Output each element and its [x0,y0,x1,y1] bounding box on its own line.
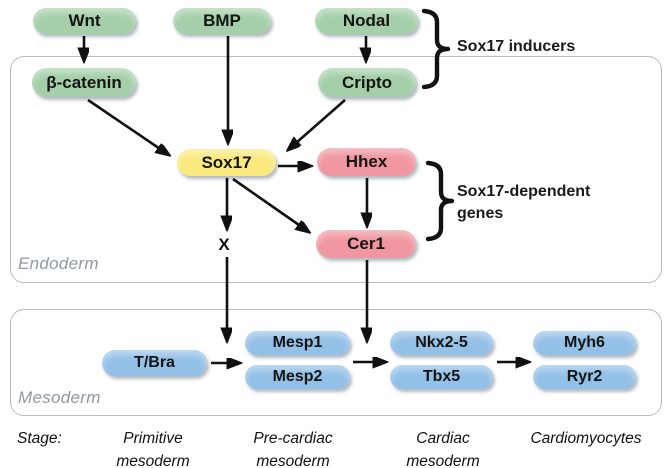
node-mesp2: Mesp2 [245,365,350,389]
node-beta-catenin-label: β-catenin [46,72,122,92]
node-tbx5-label: Tbx5 [422,368,461,385]
stage-cardiac-line2: mesoderm [406,453,480,468]
node-wnt: Wnt [33,8,136,34]
node-hhex: Hhex [317,148,416,176]
stage-primitive-line2: mesoderm [116,453,190,468]
node-mesp1: Mesp1 [245,331,350,355]
stage-cardiomyocytes-line1: Cardiomyocytes [530,430,642,447]
node-sox17-label: Sox17 [201,152,252,172]
stage-primitive-line1: Primitive [123,430,183,447]
stage-precardiac-line2: mesoderm [256,453,330,468]
sox17-dependent-line1: Sox17-dependent [457,183,591,200]
node-cripto: Cripto [318,68,416,97]
node-nodal-label: Nodal [342,11,391,30]
node-hhex-label: Hhex [345,152,388,171]
sox17-inducers-annotation: Sox17 inducers [457,38,576,55]
stage-cardiac-mesoderm: Cardiac mesoderm [393,427,493,468]
stage-caption: Stage: [17,430,62,447]
mesoderm-compartment-box [10,309,662,416]
node-wnt-label: Wnt [68,11,101,30]
mesoderm-label: Mesoderm [18,388,101,407]
node-cripto-label: Cripto [341,72,393,92]
node-cer1: Cer1 [316,230,416,258]
stage-cardiomyocytes: Cardiomyocytes [513,427,659,450]
sox17-dependent-annotation: Sox17-dependent genes [457,181,590,225]
node-beta-catenin: β-catenin [32,68,136,97]
node-sox17: Sox17 [177,149,276,176]
stage-primitive-mesoderm: Primitive mesoderm [103,427,203,468]
node-myh6: Myh6 [533,331,636,355]
endoderm-compartment-box [10,56,662,283]
stage-cardiac-line1: Cardiac [416,430,470,447]
node-ryr2: Ryr2 [533,365,636,389]
node-mesp2-label: Mesp2 [272,368,323,385]
node-tbra: T/Bra [102,350,207,376]
stage-precardiac-line1: Pre-cardiac [253,430,333,447]
stage-precardiac-mesoderm: Pre-cardiac mesoderm [243,427,343,468]
node-nkx2-5: Nkx2-5 [390,331,493,355]
node-bmp: BMP [173,8,271,34]
node-nkx2-5-label: Nkx2-5 [415,334,468,351]
node-tbra-label: T/Bra [134,354,175,371]
node-bmp-label: BMP [203,11,241,30]
node-mesp1-label: Mesp1 [272,334,323,351]
node-nodal: Nodal [315,8,418,34]
sox17-dependent-line2: genes [457,205,504,222]
node-unknown-factor: X [218,235,230,254]
node-tbx5: Tbx5 [390,365,493,389]
node-cer1-label: Cer1 [347,234,385,253]
node-ryr2-label: Ryr2 [566,368,603,385]
endoderm-label: Endoderm [18,254,99,273]
node-myh6-label: Myh6 [564,334,605,351]
